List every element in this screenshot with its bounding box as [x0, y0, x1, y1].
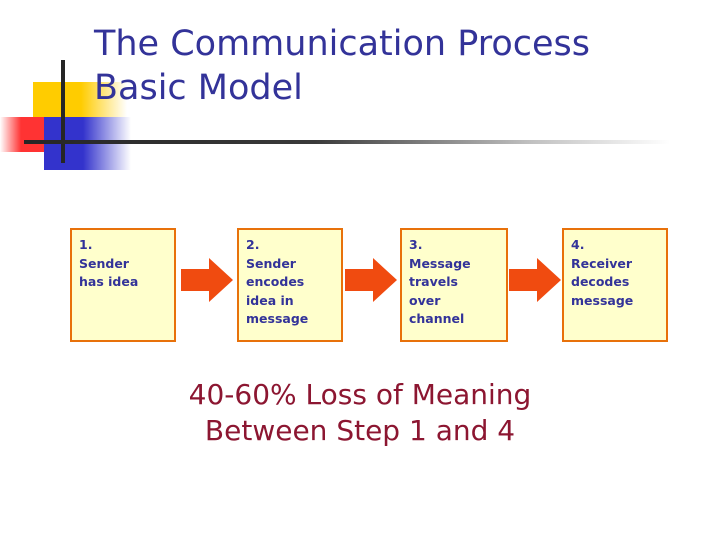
process-step-box-2: 2. Sender encodes idea in message: [237, 228, 343, 342]
process-step-box-4: 4. Receiver decodes message: [562, 228, 668, 342]
process-step-box-3: 3. Message travels over channel: [400, 228, 508, 342]
process-step-box-1: 1. Sender has idea: [70, 228, 176, 342]
arrow-step-3-to-4-icon: [509, 258, 561, 302]
communication-process-diagram: 1. Sender has idea 2. Sender encodes ide…: [0, 228, 720, 346]
deco-vertical-rule: [61, 60, 65, 163]
loss-of-meaning-caption: 40-60% Loss of Meaning Between Step 1 an…: [188, 378, 532, 447]
arrow-step-1-to-2-icon: [181, 258, 233, 302]
title-horizontal-rule: [24, 140, 670, 144]
deco-red-square-fade: [0, 117, 21, 152]
arrow-step-2-to-3-icon: [345, 258, 397, 302]
page-title: The Communication Process Basic Model: [94, 24, 590, 108]
